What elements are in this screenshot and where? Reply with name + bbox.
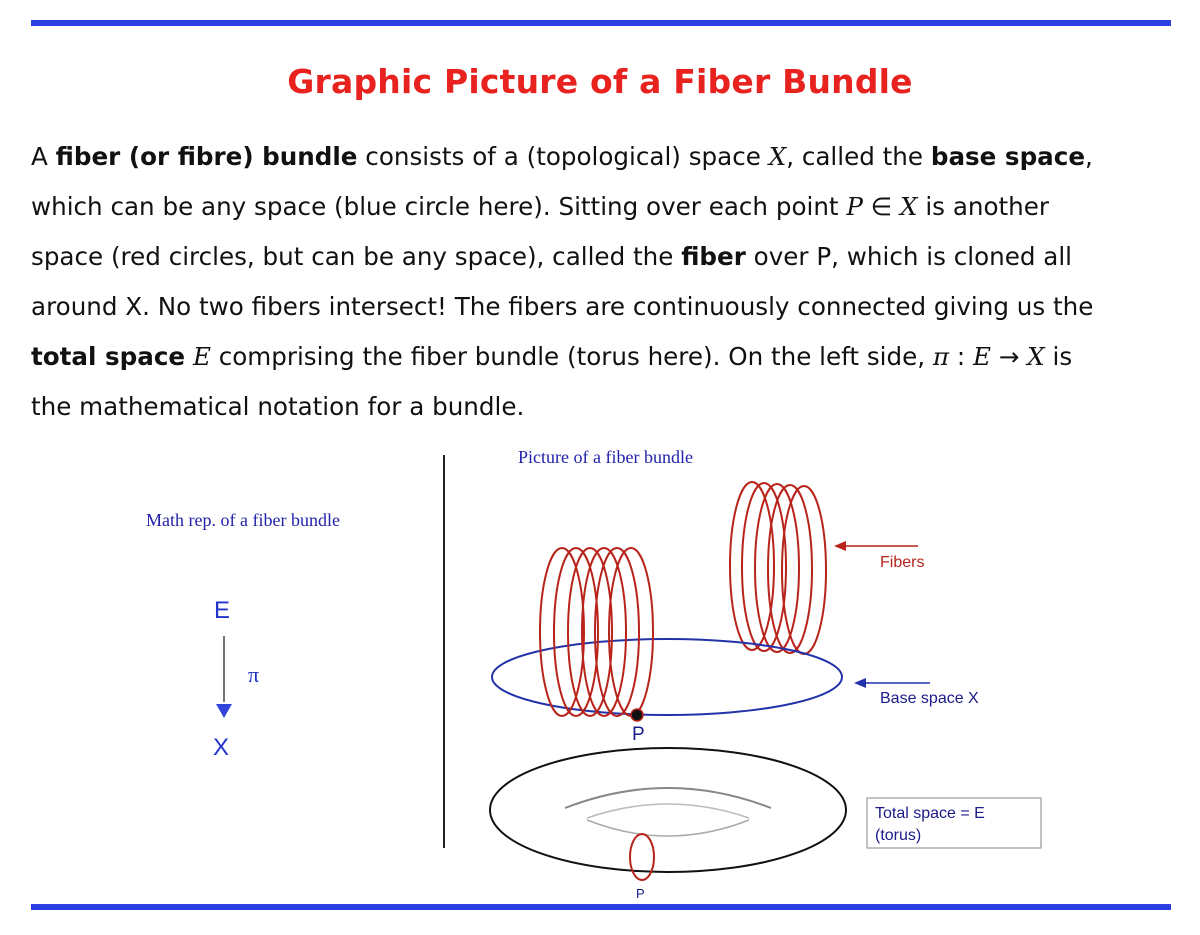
fiber-loop: [729, 481, 775, 651]
label-E: E: [214, 597, 230, 624]
paragraph: A fiber (or fibre) bundle consists of a …: [31, 132, 1179, 432]
fiber-loop: [741, 482, 787, 652]
label-X: X: [213, 734, 229, 761]
label-P-bottom: P: [636, 886, 645, 901]
fiber-loop: [608, 547, 654, 717]
paragraph-line-5: total space E comprising the fiber bundl…: [31, 342, 1073, 371]
base-space-circle: [491, 638, 843, 716]
torus-outline: [489, 747, 847, 873]
fiber-loop: [581, 547, 627, 717]
paragraph-line-1: A fiber (or fibre) bundle consists of a …: [31, 142, 1093, 171]
paragraph-line-2: which can be any space (blue circle here…: [31, 192, 1049, 221]
fiber-loop: [754, 483, 800, 653]
fibers-upper-group: [729, 481, 827, 655]
torus-fiber-loop: [629, 833, 655, 881]
point-P-dot: [630, 708, 644, 722]
total-space-box: [866, 797, 1042, 849]
fibers-arrowhead: [834, 541, 846, 551]
base-space-label: Base space X: [880, 690, 979, 707]
label-P: P: [632, 724, 645, 745]
fiber-loop: [767, 484, 813, 654]
slide-title: Graphic Picture of a Fiber Bundle: [287, 62, 913, 101]
fiber-loop: [594, 547, 640, 717]
fiber-loop: [539, 547, 585, 717]
base-arrowhead: [854, 678, 866, 688]
bottom-rule: [31, 904, 1171, 910]
right-caption: Picture of a fiber bundle: [518, 447, 693, 467]
fibers-label: Fibers: [880, 554, 924, 571]
torus-hole-upper-inner: [586, 803, 750, 819]
torus-hole-lower: [586, 819, 750, 837]
paragraph-line-4: around X. No two fibers intersect! The f…: [31, 292, 1094, 321]
torus-hole-upper: [564, 787, 772, 809]
projection-arrowhead: [216, 704, 232, 718]
paragraph-line-3: space (red circles, but can be any space…: [31, 242, 1072, 271]
total-space-line1: Total space = E: [875, 805, 985, 822]
fiber-loop: [567, 547, 613, 717]
fiber-loop: [781, 485, 827, 655]
left-caption: Math rep. of a fiber bundle: [146, 510, 340, 530]
fibers-lower-group: [539, 547, 654, 717]
paragraph-line-6: the mathematical notation for a bundle.: [31, 392, 525, 421]
total-space-line2: (torus): [875, 827, 921, 844]
label-pi: π: [248, 662, 259, 687]
fiber-loop: [553, 547, 599, 717]
top-rule: [31, 20, 1171, 26]
